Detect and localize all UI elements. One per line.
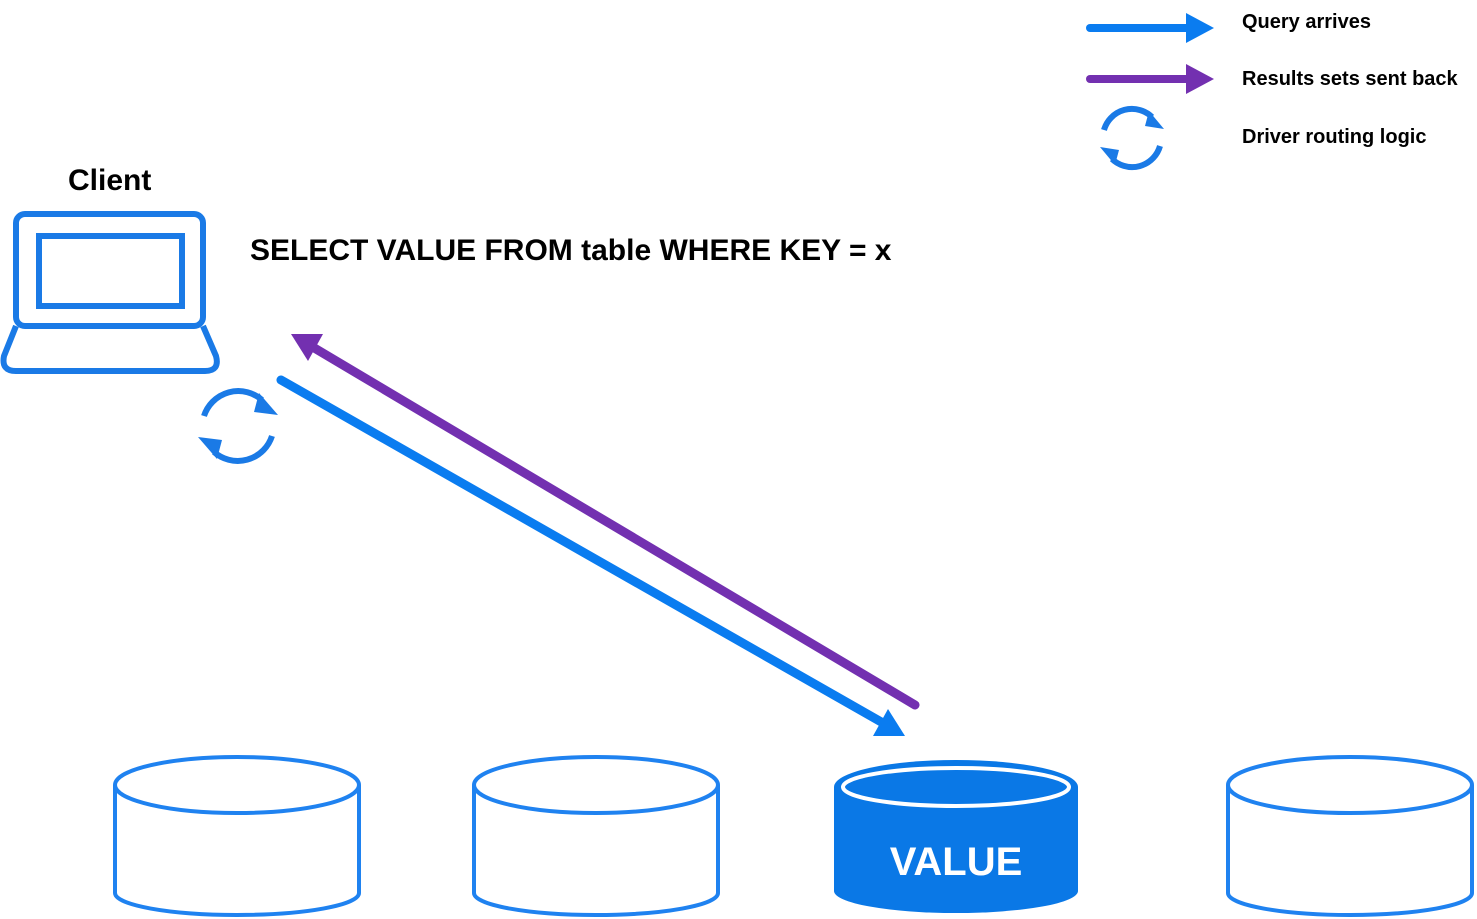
query-arrow <box>276 375 905 736</box>
legend-query-arrow-icon <box>1086 13 1214 43</box>
client-refresh-cycle-icon <box>198 388 278 464</box>
legend-refresh-cycle-icon <box>1100 105 1164 171</box>
database-node-3 <box>834 760 1078 913</box>
legend-routing-label: Driver routing logic <box>1242 126 1427 148</box>
results-arrow <box>291 334 920 710</box>
legend-results-arrow-icon <box>1086 64 1214 94</box>
database-node-4 <box>1226 755 1474 917</box>
legend-results-label: Results sets sent back <box>1242 68 1458 90</box>
laptop-icon <box>0 211 220 374</box>
node-value-label: VALUE <box>889 840 1023 884</box>
database-node-2 <box>472 755 720 917</box>
client-label: Client <box>68 164 152 197</box>
query-text: SELECT VALUE FROM table WHERE KEY = x <box>250 234 892 267</box>
legend-query-label: Query arrives <box>1242 11 1371 33</box>
database-node-1 <box>113 755 361 917</box>
